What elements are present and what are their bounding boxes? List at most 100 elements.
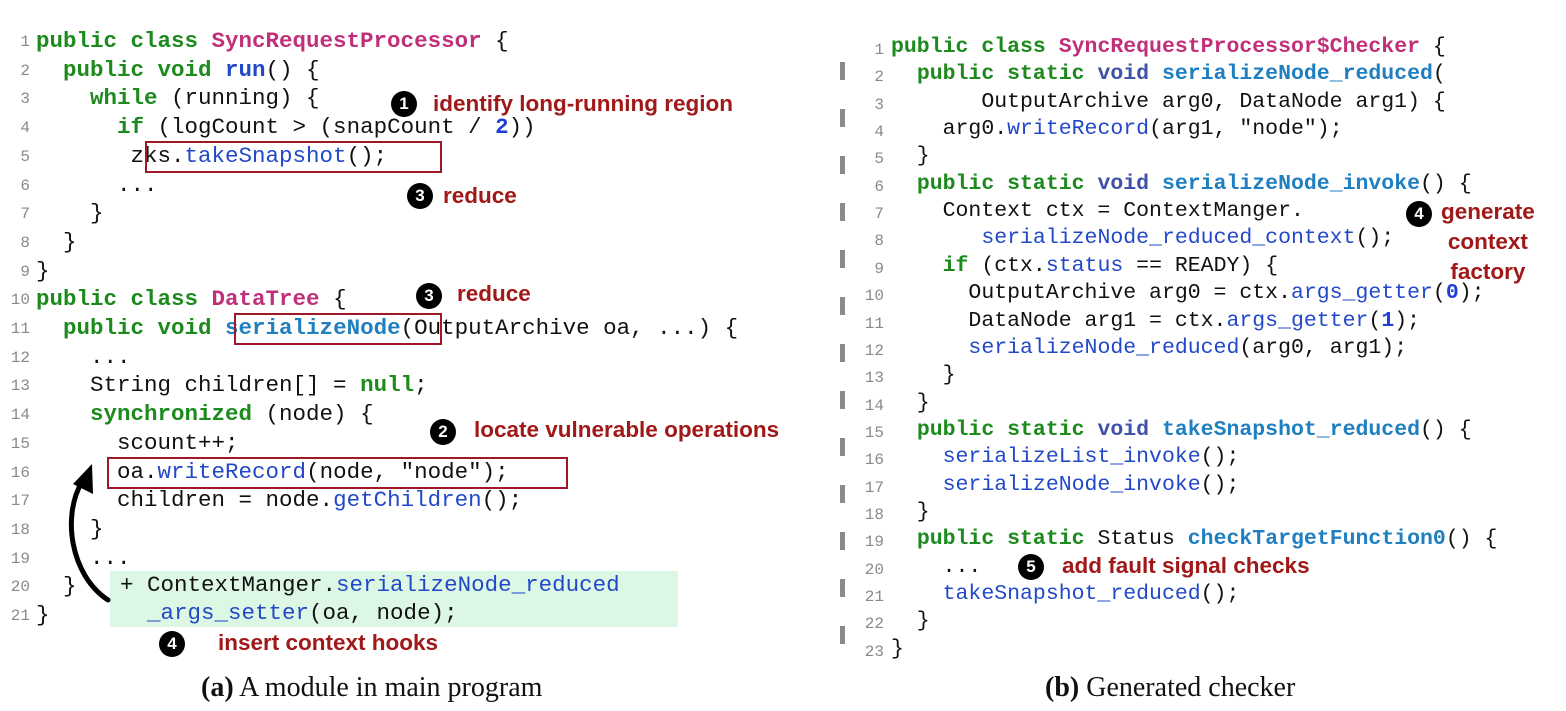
divider-dash (840, 438, 845, 456)
code-line: ... (891, 555, 982, 580)
code-token: } (36, 602, 50, 628)
code-token: )) (508, 114, 536, 141)
code-token: _args_setter (147, 600, 310, 626)
code-line: _args_setter(oa, node); (120, 600, 458, 626)
code-token: { (1420, 35, 1446, 59)
line-number: 9 (20, 262, 30, 281)
code-line: while (running) { (36, 85, 320, 111)
caption-b-text: Generated checker (1079, 672, 1296, 703)
code-token (891, 226, 981, 250)
code-line: zks.takeSnapshot(); (36, 142, 388, 169)
code-token: serializeList_invoke (942, 445, 1201, 470)
code-token: if (117, 114, 145, 141)
line-number: 10 (10, 291, 30, 310)
code-line: OutputArchive arg0, DataNode arg1) { (891, 90, 1445, 115)
code-token: public void (63, 315, 226, 341)
code-token: writeRecord (1007, 117, 1150, 142)
code-token: writeRecord (157, 458, 307, 485)
code-token: 1 (1381, 308, 1395, 333)
code-token: == READY) { (1123, 253, 1279, 278)
code-token: scount++; (36, 429, 239, 456)
code-token: 0 (1445, 281, 1459, 306)
line-number: 8 (874, 232, 884, 251)
line-number: 20 (10, 578, 30, 597)
code-token: args_getter (1290, 281, 1433, 306)
code-token (120, 600, 147, 626)
line-number: 13 (864, 369, 884, 388)
code-token: } (891, 499, 930, 524)
code-token: { (481, 28, 509, 54)
code-line: arg0.writeRecord(arg1, "node"); (891, 117, 1343, 142)
code-token: DataTree (211, 286, 320, 313)
line-number: 7 (20, 205, 30, 224)
code-token: public void (63, 56, 226, 83)
line-number: 16 (10, 463, 30, 482)
line-number: 18 (864, 505, 884, 524)
code-token: if (942, 253, 969, 278)
divider-dash (840, 579, 845, 597)
code-token: } (891, 636, 904, 661)
code-token: () { (1420, 171, 1472, 196)
code-token (36, 114, 117, 140)
code-token: void (1097, 417, 1162, 442)
code-token: (running) { (157, 85, 320, 112)
line-number: 15 (864, 423, 884, 442)
code-token: } (891, 609, 930, 634)
code-line: public class SyncRequestProcessor { (36, 28, 509, 54)
code-line: serializeNode_invoke(); (891, 472, 1240, 498)
code-token: serializeNode_invoke (942, 472, 1201, 497)
step-badge-4: 4 (159, 631, 185, 657)
annotation-generate-context-factory: generate context factory (1441, 197, 1535, 287)
code-token: ( (1368, 308, 1382, 333)
code-token: arg0. (891, 117, 1008, 142)
code-token: } (36, 257, 50, 284)
code-token (36, 57, 63, 83)
code-token: public static (916, 171, 1098, 196)
line-number: 22 (864, 615, 884, 634)
code-token: } (36, 573, 77, 600)
line-number: 2 (20, 61, 30, 80)
line-number: 23 (864, 642, 884, 661)
code-token: zks. (36, 142, 185, 169)
code-token: (); (481, 487, 523, 514)
code-token: (node) { (252, 401, 374, 428)
code-token: (logCount > (snapCount / (144, 114, 496, 141)
code-line: public class SyncRequestProcessor$Checke… (891, 35, 1446, 60)
code-token: serializeNode_reduced_context (981, 226, 1356, 251)
code-token: serializeNode_invoke (1161, 171, 1421, 196)
code-token: args_getter (1226, 308, 1369, 333)
code-token: public class (36, 286, 212, 313)
code-line: public static void serializeNode_invoke(… (891, 172, 1472, 197)
divider-dash (840, 344, 845, 362)
code-token: oa. (36, 458, 158, 485)
code-token (891, 582, 943, 606)
line-number: 19 (10, 549, 30, 568)
code-line: takeSnapshot_reduced(); (891, 582, 1240, 607)
line-number: 5 (20, 147, 30, 166)
code-token: OutputArchive arg0 = ctx. (891, 281, 1291, 306)
code-line: } (891, 500, 930, 525)
code-token: ... (36, 544, 131, 571)
annotation-insert-hooks: insert context hooks (218, 630, 439, 655)
code-line: scount++; (36, 430, 239, 456)
code-token: ); (1458, 281, 1485, 306)
code-token: Context ctx = ContextManger. (891, 199, 1304, 224)
code-token: checkTargetFunction0 (1187, 527, 1446, 552)
line-number: 21 (864, 588, 884, 606)
line-number: 16 (864, 451, 884, 470)
line-number: 10 (864, 287, 884, 306)
code-token: () { (1420, 417, 1472, 442)
code-line: String children[] = null; (36, 372, 428, 398)
code-token: SyncRequestProcessor$Checker (1058, 35, 1420, 59)
line-number: 3 (20, 90, 30, 109)
code-token: ( (1432, 281, 1446, 306)
line-number: 11 (864, 314, 884, 333)
code-token: (arg1, "node"); (1149, 117, 1343, 142)
code-token: + ContextManger. (120, 572, 337, 598)
code-token: String children[] = (36, 372, 361, 399)
code-token: public class (891, 35, 1059, 59)
code-token: () { (265, 56, 320, 83)
code-token: void (1097, 62, 1162, 87)
code-line: + ContextManger.serializeNode_reduced (120, 572, 620, 598)
